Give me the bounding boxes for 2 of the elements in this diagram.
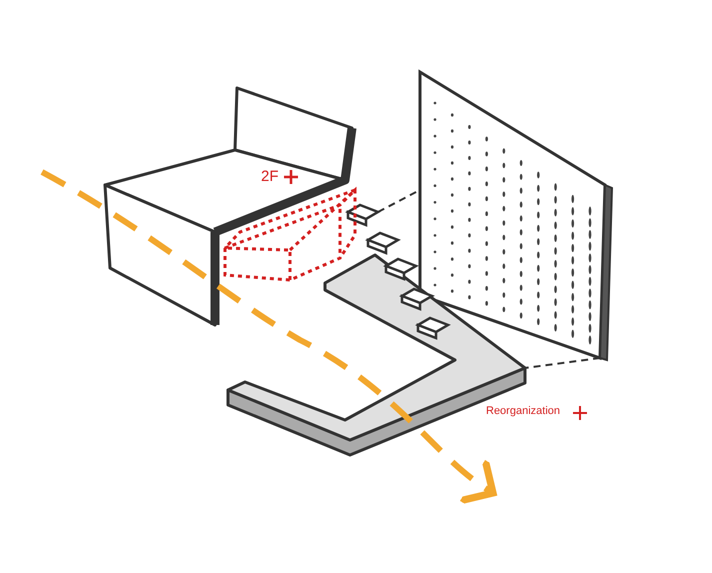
annotation-text: Reorganization (486, 405, 560, 417)
floor-label: 2F (261, 168, 279, 185)
